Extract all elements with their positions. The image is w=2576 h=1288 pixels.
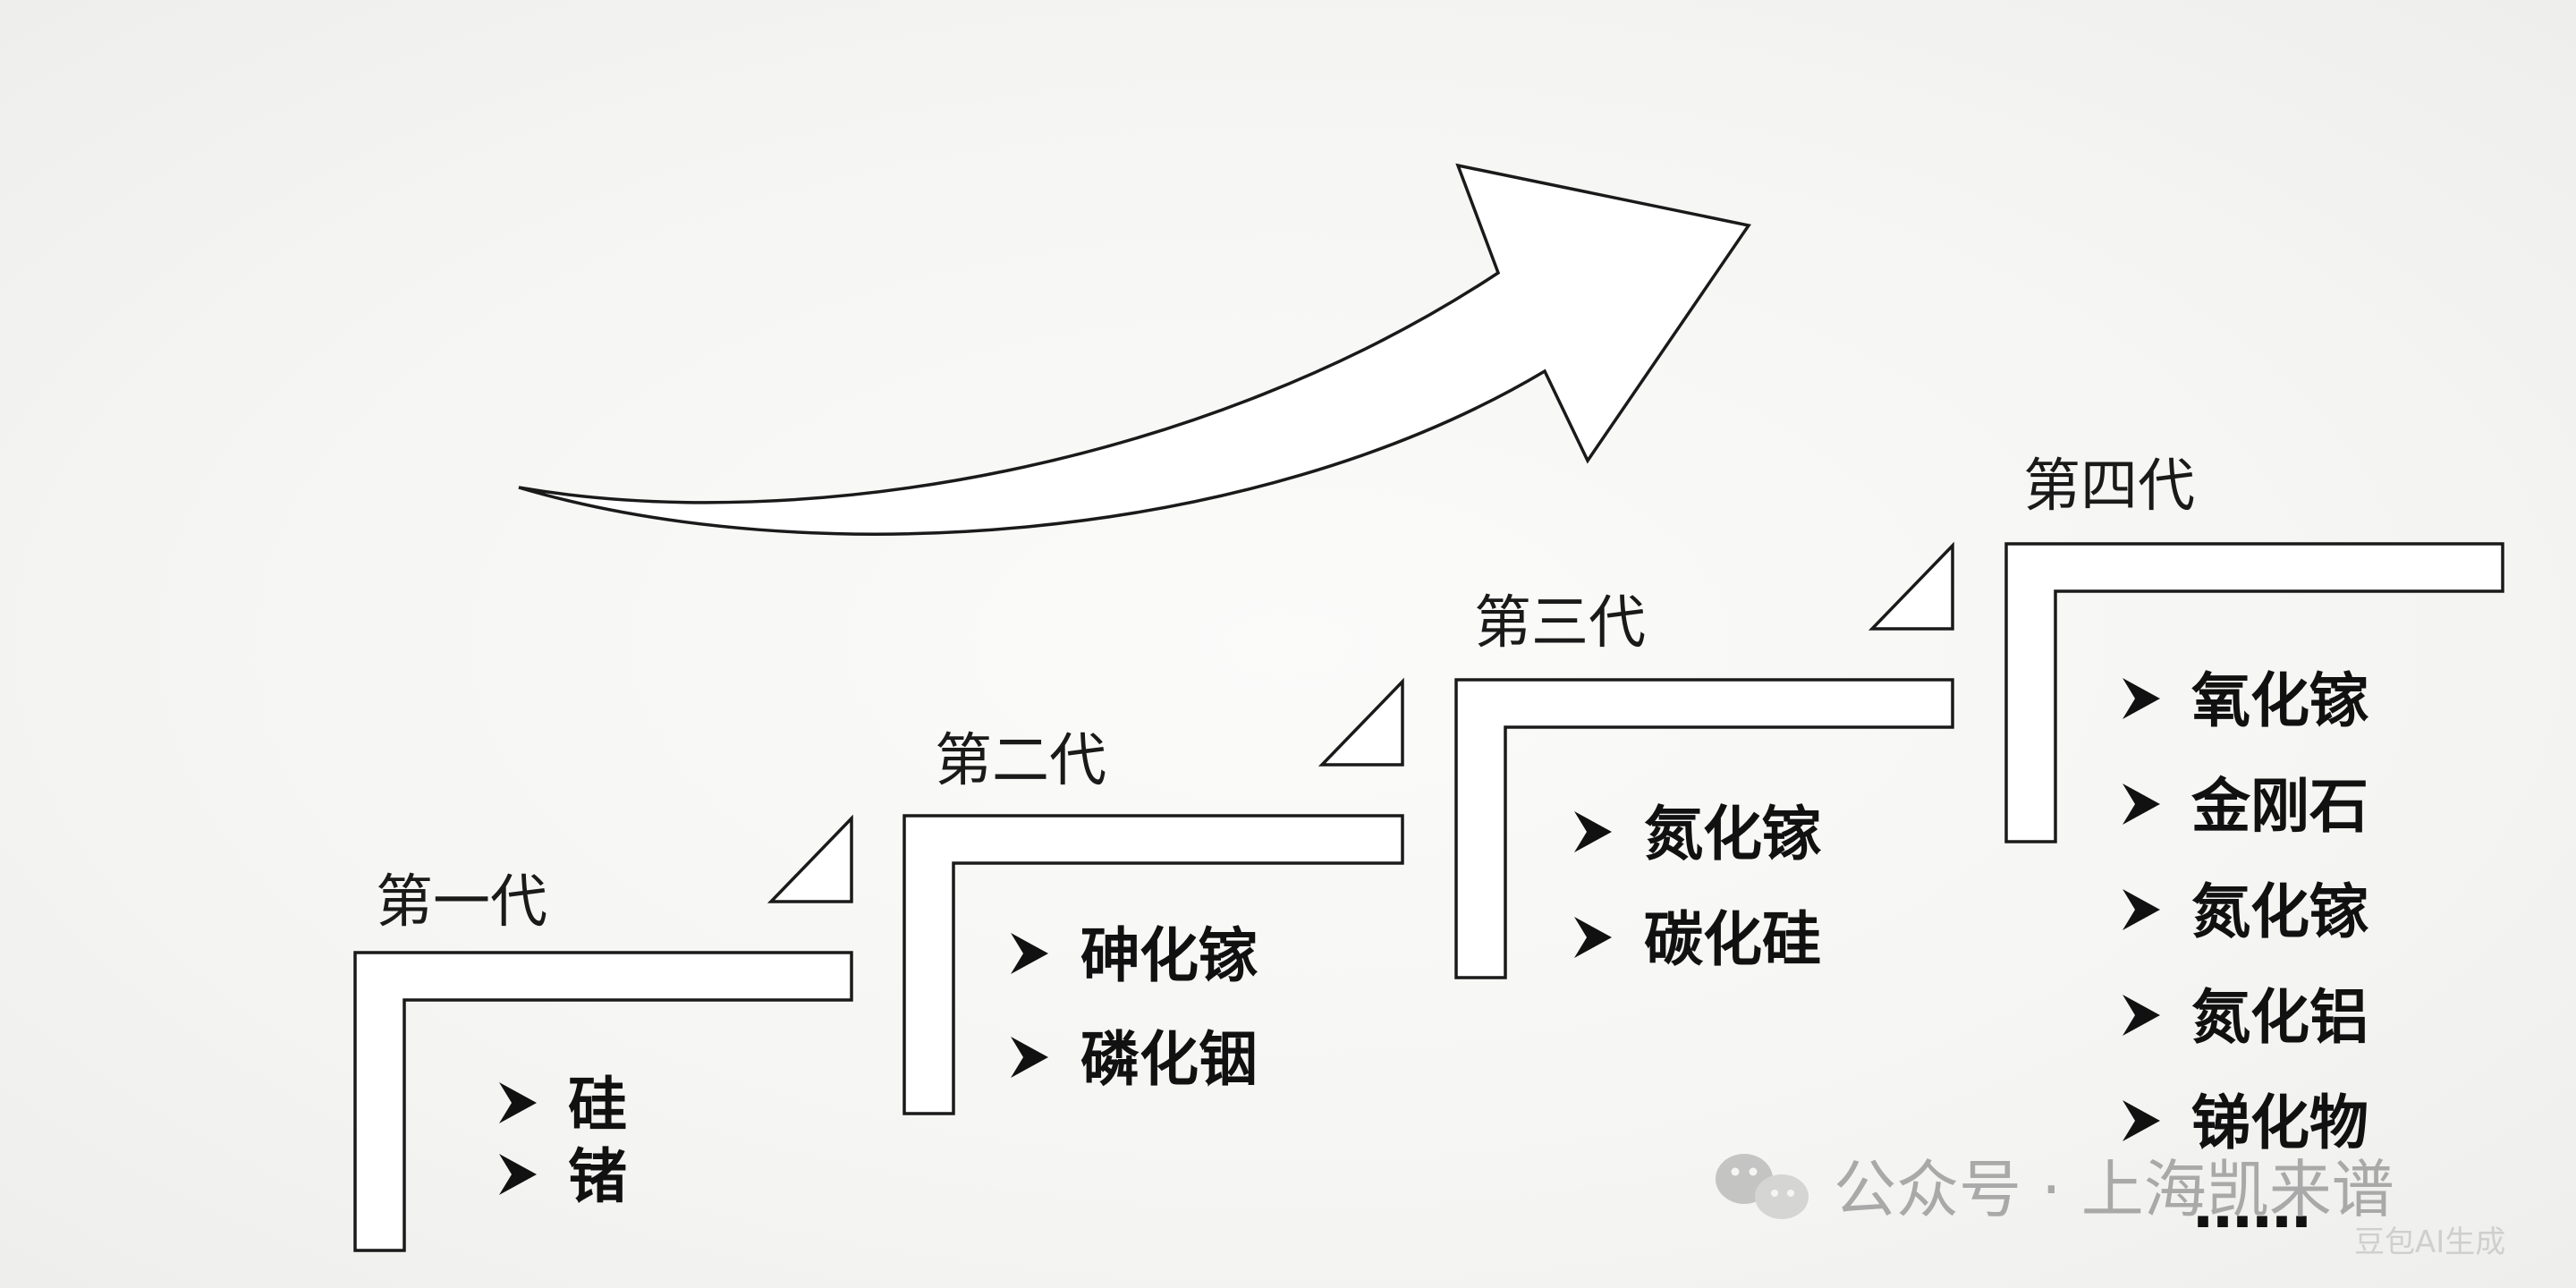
step-bracket: [1454, 678, 1954, 979]
generation-title: 第四代: [2023, 453, 2195, 520]
item-list: 氮化镓 碳化硅: [1574, 800, 1822, 974]
item-list: 硅 锗: [499, 1071, 627, 1211]
material-item: 锑化物: [2191, 1089, 2368, 1157]
material-item: 氮化铝: [2191, 983, 2368, 1052]
bullet-arrow-icon: [2123, 995, 2160, 1036]
material-item: 锗: [568, 1142, 627, 1211]
bullet-arrow-icon: [2123, 1100, 2160, 1141]
generation-title: 第三代: [1474, 590, 1646, 657]
bullet-arrow-icon: [2123, 889, 2160, 930]
ai-generated-label: 豆包AI生成: [2354, 1224, 2505, 1260]
material-item: 碳化硅: [1644, 905, 1821, 974]
bullet-arrow-icon: [499, 1082, 537, 1123]
step-corner-triangle: [1318, 677, 1404, 767]
bullet-arrow-icon: [1011, 1037, 1048, 1078]
step-gen-3: 第三代 氮化镓 碳化硅: [1454, 541, 1954, 979]
bullet-arrow-icon: [1574, 811, 1612, 852]
bullet-arrow-icon: [499, 1154, 537, 1195]
step-bracket: [902, 814, 1404, 1115]
bullet-arrow-icon: [2123, 784, 2160, 825]
ellipsis-more: ……: [2193, 1173, 2311, 1241]
material-item: 硅: [568, 1071, 627, 1140]
item-list: 氧化镓 金刚石 氮化镓 氮化铝 锑化物 ……: [2123, 666, 2369, 1241]
progress-arrow-icon: [518, 163, 1751, 536]
step-corner-triangle: [1868, 541, 1954, 631]
material-item: 氮化镓: [2191, 877, 2369, 946]
step-gen-1: 第一代 硅 锗: [353, 814, 853, 1252]
bullet-arrow-icon: [1011, 933, 1048, 974]
bullet-arrow-icon: [2123, 678, 2160, 719]
watermark: 公众号 · 上海凯来谱 豆包AI生成: [1716, 1153, 2505, 1260]
generation-title: 第二代: [935, 728, 1106, 794]
item-list: 砷化镓 磷化铟: [1011, 921, 1258, 1094]
material-item: 金刚石: [2190, 772, 2368, 841]
generation-title: 第一代: [376, 869, 547, 936]
wechat-icon: [1716, 1154, 1809, 1219]
step-bracket: [353, 951, 853, 1252]
bullet-arrow-icon: [1574, 917, 1612, 958]
material-item: 磷化铟: [1080, 1025, 1258, 1094]
material-item: 氧化镓: [2191, 666, 2369, 735]
step-gen-2: 第二代 砷化镓 磷化铟: [902, 677, 1404, 1115]
step-corner-triangle: [767, 814, 853, 903]
material-item: 氮化镓: [1644, 800, 1822, 869]
step-gen-4: 第四代 氧化镓 金刚石 氮化镓 氮化铝 锑化物 ……: [2004, 453, 2504, 1241]
material-item: 砷化镓: [1080, 921, 1258, 990]
watermark-text: 公众号 · 上海凯来谱: [1834, 1153, 2394, 1226]
step-bracket: [2004, 542, 2504, 843]
